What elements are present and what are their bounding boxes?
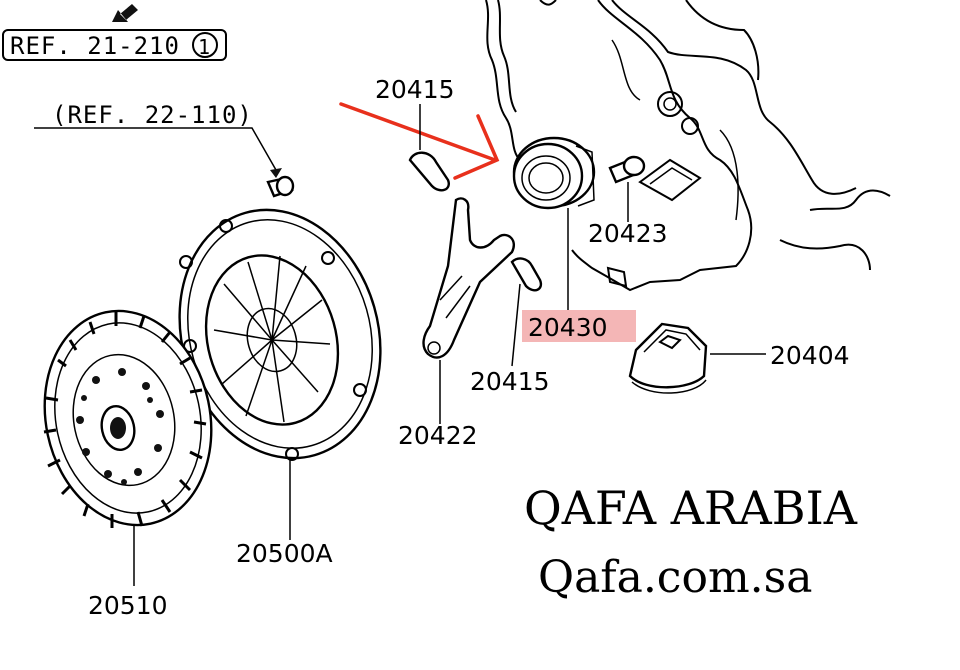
part-20423-bolt: 20423 (588, 155, 668, 248)
highlight-20430 (522, 310, 636, 342)
label-20423: 20423 (588, 219, 668, 248)
ref-21-210-callout: REF. 21-210 1 (2, 4, 227, 61)
label-20510: 20510 (88, 591, 168, 620)
part-20415-top: 20415 (375, 75, 455, 192)
ref-circled-number: 1 (198, 35, 211, 59)
part-20415-bottom: 20415 (470, 257, 550, 396)
part-20422-release-fork: 20422 (398, 197, 515, 450)
ref-22-110-label: (REF. 22-110) (52, 101, 253, 129)
transmission-housing (485, 0, 891, 292)
label-20500A: 20500A (236, 539, 333, 568)
ref-21-210-label: REF. 21-210 (10, 32, 180, 60)
watermark: QAFA ARABIA Qafa.com.sa (524, 481, 858, 603)
label-20422: 20422 (398, 421, 478, 450)
ref-arrow-icon (112, 4, 138, 22)
watermark-company: QAFA ARABIA (524, 481, 858, 535)
label-20415-top: 20415 (375, 75, 455, 104)
bolt-icon (266, 175, 295, 198)
part-20500A-pressure-plate: 20500A (178, 208, 382, 568)
red-pointer-arrow (339, 102, 500, 180)
label-20430: 20430 (528, 313, 608, 342)
label-20415-bottom: 20415 (470, 367, 550, 396)
part-20430-release-bearing: 20430 (512, 136, 636, 342)
watermark-url: Qafa.com.sa (538, 552, 812, 603)
label-20404: 20404 (770, 341, 850, 370)
part-20510-clutch-disc: 20510 (43, 309, 213, 620)
part-20404-boot: 20404 (628, 322, 850, 394)
ref-22-110-callout: (REF. 22-110) (34, 101, 295, 198)
